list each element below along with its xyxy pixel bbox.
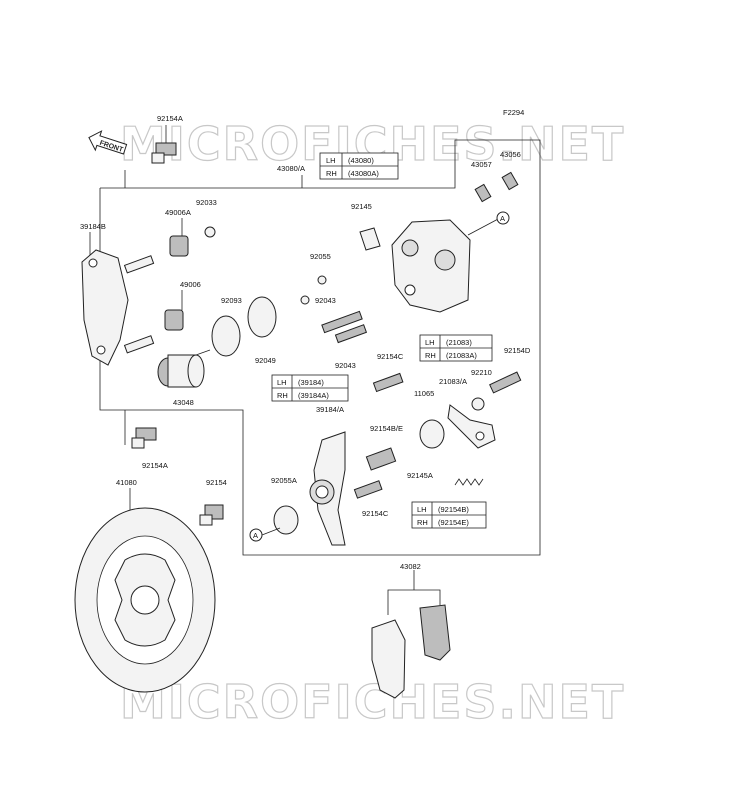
ref-marker-a-bottom: A [249,527,281,542]
table-cell: (92154E) [438,518,469,527]
label-92043-b: 92043 [335,361,356,370]
watermark-bottom: MICROFICHES.NET [120,675,625,729]
brake-pads-43082 [371,570,451,699]
table-92154: LH (92154B) RH (92154E) [411,501,487,529]
table-cell: RH [425,351,436,360]
bolt-92043b [334,324,368,344]
figure-code: F2294 [503,108,524,117]
bolt-92043a [321,310,363,334]
bolt-92154a-top [151,125,177,164]
bolt-92154a-bottom [124,410,157,449]
table-cell: (21083A) [446,351,477,360]
table-cell: LH [425,338,435,347]
caliper-body-43080 [391,217,501,313]
label-92145a: 92145A [407,471,433,480]
table-cell: (39184A) [298,391,329,400]
ref-marker-a-top: A [496,211,510,225]
bolt-92154c-top [372,372,404,393]
label-39184b: 39184B [80,222,106,231]
table-cell: LH [326,156,336,165]
bolt-92154d [489,371,522,394]
table-cell: (92154B) [438,505,469,514]
clip-92145 [359,227,381,251]
label-92154c-bottom: 92154C [362,509,389,518]
brake-disc-41080 [74,488,216,693]
cap-43056 [501,171,519,191]
label-92154a-bottom: 92154A [142,461,168,470]
oring-92055a [273,505,299,535]
label-92154d: 92154D [504,346,531,355]
label-92154be: 92154B/E [370,424,403,433]
label-92033: 92033 [196,198,217,207]
washer-92055 [317,275,327,285]
label-41080: 41080 [116,478,137,487]
label-49006a: 49006A [165,208,191,217]
label-21083a: 21083/A [439,377,467,386]
part-labels: 92154A 43080/A 43057 43056 39184B 49006A… [80,114,531,571]
bolt-92154c-bottom [353,480,383,499]
oring-92033 [204,226,216,238]
assembly-bracket [99,139,541,556]
caliper-bracket-39184b [81,232,129,366]
label-92055a: 92055A [271,476,297,485]
table-39184: LH (39184) RH (39184A) [271,374,349,402]
table-cell: LH [417,505,427,514]
label-92049: 92049 [255,356,276,365]
table-cell: (43080A) [348,169,379,178]
bolt-92154 [199,504,224,526]
table-cell: RH [326,169,337,178]
label-39184a: 39184/A [316,405,344,414]
label-92145: 92145 [351,202,372,211]
table-cell: (39184) [298,378,324,387]
seal-92093 [211,315,241,357]
seal-11065 [419,419,445,449]
seal-92049 [247,296,277,338]
table-21083: LH (21083) RH (21083A) [419,334,493,362]
bolt-92154be [365,447,397,471]
label-11065: 11065 [414,389,434,398]
label-43057: 43057 [471,160,492,169]
table-cell: (21083) [446,338,472,347]
bleeder-43057 [474,183,492,203]
pin-49006 [123,290,184,354]
table-cell: (43080) [348,156,374,165]
washer-92043 [300,295,310,305]
holder-39184 [309,431,346,546]
ref-marker-text: A [253,531,258,540]
label-92154c-top: 92154C [377,352,404,361]
washer-92210 [471,397,485,411]
table-43080: LH (43080) RH (43080A) [319,152,399,180]
label-92210: 92210 [471,368,492,377]
label-49006: 49006 [180,280,201,289]
label-43082: 43082 [400,562,421,571]
label-92055: 92055 [310,252,331,261]
piston-43048 [157,349,211,388]
label-92154: 92154 [206,478,227,487]
label-43080a: 43080/A [277,164,305,173]
label-43056: 43056 [500,150,521,159]
label-92154a-top: 92154A [157,114,183,123]
ref-marker-text: A [500,214,505,223]
table-cell: RH [277,391,288,400]
lever-21083 [447,404,496,449]
spring-92145a [454,478,484,486]
pin-49006a [123,218,189,274]
label-92043-a: 92043 [315,296,336,305]
label-92093: 92093 [221,296,242,305]
table-cell: RH [417,518,428,527]
table-cell: LH [277,378,287,387]
label-43048: 43048 [173,398,194,407]
